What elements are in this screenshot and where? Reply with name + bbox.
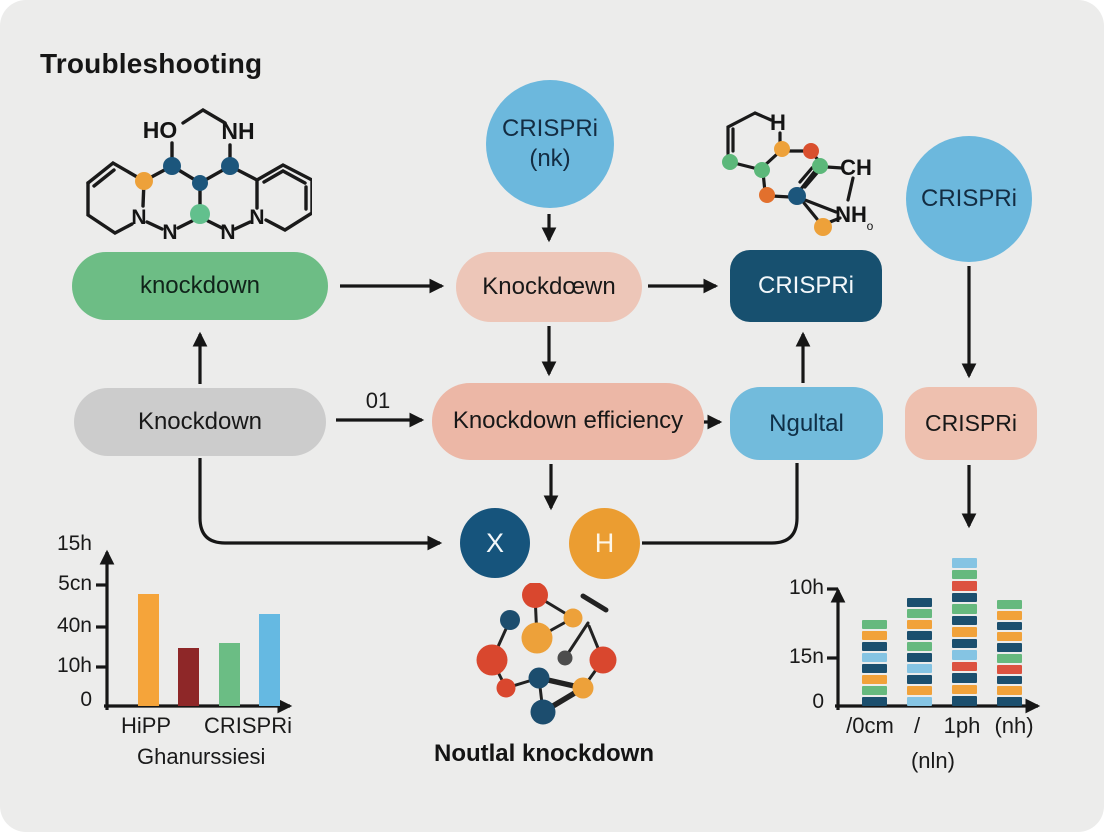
crispri-nk-line1: CRISPRi xyxy=(501,115,598,142)
y-tick-label: 10h xyxy=(56,654,92,677)
bar-segment xyxy=(907,598,932,607)
stacked-bar xyxy=(997,600,1022,706)
bar-segment xyxy=(907,697,932,706)
x-tick-label: 1ph xyxy=(943,713,981,738)
bar-segment xyxy=(862,620,887,629)
bar-segment xyxy=(862,697,887,706)
svg-text:N: N xyxy=(131,206,146,229)
bar-segment xyxy=(907,653,932,662)
bar xyxy=(178,648,199,706)
x-axis-title: Ghanurssiesi xyxy=(137,744,266,769)
bar-segment xyxy=(952,627,977,637)
bar-segment xyxy=(997,697,1022,706)
node-ngultal: Ngultal xyxy=(730,387,883,460)
bar-segment xyxy=(997,600,1022,609)
molecule-structure-right-icon: H CH NH o xyxy=(722,110,874,236)
y-tick-label: 0 xyxy=(80,688,92,711)
y-tick-label: 5cn xyxy=(58,572,92,595)
node-gray-knockdown: Knockdown xyxy=(74,388,326,456)
x-axis-title: (nln) xyxy=(910,748,955,773)
svg-text:H: H xyxy=(770,110,786,135)
bar-segment xyxy=(952,569,977,580)
bar-segment xyxy=(907,686,932,695)
node-x-circle: X xyxy=(460,508,530,578)
bar xyxy=(219,643,240,706)
bar-segment xyxy=(952,661,977,672)
bar xyxy=(259,614,280,706)
node-h-circle: H xyxy=(569,508,640,579)
node-navy-crispri: CRISPRi xyxy=(730,250,882,322)
node-pink-knockdown: Knockdœwn xyxy=(456,252,642,322)
bar-segment xyxy=(997,621,1022,631)
bar-segment xyxy=(862,675,887,684)
bar-segment xyxy=(997,664,1022,674)
svg-text:NH: NH xyxy=(221,118,254,144)
bar-segment xyxy=(862,664,887,673)
svg-text:NH: NH xyxy=(835,202,867,227)
bar xyxy=(138,594,159,706)
svg-text:HO: HO xyxy=(143,117,178,143)
bar-segment xyxy=(997,610,1022,620)
y-tick-label: 15h xyxy=(56,532,92,555)
stacked-bar xyxy=(952,558,977,706)
bar-segment xyxy=(952,673,977,683)
bar-segment xyxy=(952,684,977,695)
bar-segment xyxy=(862,686,887,695)
bar-segment xyxy=(907,631,932,640)
bar-segment xyxy=(997,675,1022,685)
node-knockdown-efficiency: Knockdown efficiency xyxy=(432,383,704,460)
stacked-bar xyxy=(862,620,887,706)
bar-segment xyxy=(952,615,977,626)
svg-text:o: o xyxy=(867,219,874,233)
bar-segment xyxy=(952,650,977,660)
bar-segment xyxy=(952,604,977,614)
bar-segment xyxy=(862,642,887,651)
x-tick-label: CRISPRi xyxy=(203,713,292,738)
svg-text:CH: CH xyxy=(840,155,872,180)
node-crispri-nk-circle: CRISPRi (nk) xyxy=(486,80,614,208)
bar-segment xyxy=(952,558,977,568)
bar-segment xyxy=(907,642,932,651)
bar-segment xyxy=(952,592,977,603)
bar-segment xyxy=(997,686,1022,696)
node-pink-crispri: CRISPRi xyxy=(905,387,1037,460)
y-tick-label: 15n xyxy=(788,645,824,668)
crispri-nk-line2: (nk) xyxy=(529,145,571,172)
bar-segment xyxy=(862,631,887,640)
y-tick-label: 40n xyxy=(56,614,92,637)
y-tick-label: 10h xyxy=(788,576,824,599)
x-tick-label: / xyxy=(913,713,921,738)
svg-text:N: N xyxy=(162,221,177,244)
node-crispri-circle: CRISPRi xyxy=(906,136,1032,262)
arrow-label-01: 01 xyxy=(365,388,391,413)
network-caption: Noutlal knockdown xyxy=(433,740,654,767)
stacked-bar xyxy=(907,598,932,706)
x-tick-label: HiPP xyxy=(120,713,172,738)
bar-segment xyxy=(952,696,977,706)
bar-segment xyxy=(997,653,1022,663)
bar-segment xyxy=(952,581,977,591)
svg-text:N: N xyxy=(249,206,264,229)
svg-text:N: N xyxy=(220,221,235,244)
x-tick-label: /0cm xyxy=(846,713,894,738)
node-green-knockdown: knockdown xyxy=(72,252,328,320)
network-molecule-icon xyxy=(476,583,617,725)
bar-segment xyxy=(907,664,932,673)
bar-segment xyxy=(907,609,932,618)
bar-segment xyxy=(997,632,1022,642)
y-tick-label: 0 xyxy=(812,690,824,713)
bar-segment xyxy=(997,643,1022,652)
bar-segment xyxy=(907,620,932,629)
x-tick-label: (nh) xyxy=(994,713,1034,738)
bar-segment xyxy=(952,638,977,649)
molecule-structure-left-icon: HO NH N N N N xyxy=(86,108,312,244)
bar-segment xyxy=(862,653,887,662)
bar-segment xyxy=(907,675,932,684)
page-title: Troubleshooting xyxy=(40,48,263,79)
